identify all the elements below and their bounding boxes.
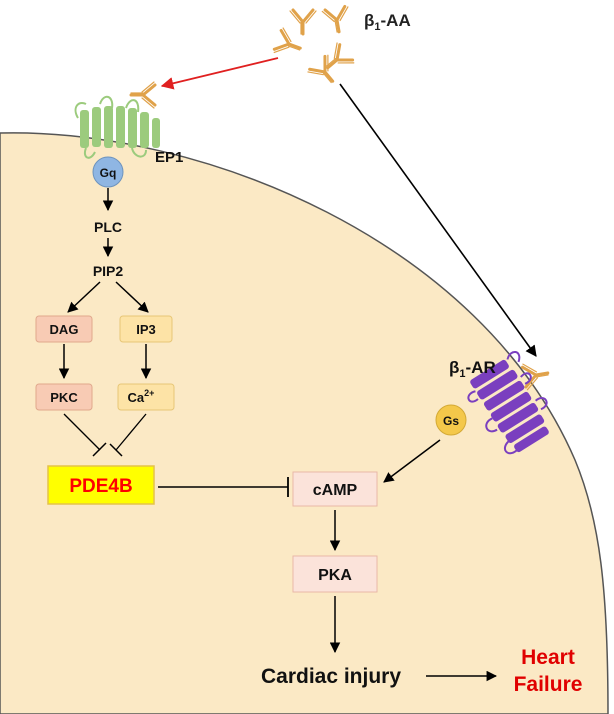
ca-label: Ca2+ [128, 388, 155, 405]
ip3-label: IP3 [136, 322, 156, 337]
pde4b-box [47, 465, 155, 505]
ca-base: Ca [128, 390, 145, 405]
pip2-to-ip3-arrow [115, 281, 149, 313]
b1aa-subscript: 1 [374, 21, 380, 33]
gq-label: Gq [100, 166, 117, 180]
antibody-icon [271, 26, 307, 62]
camp-box [292, 471, 378, 507]
dag-box [35, 315, 93, 343]
ca-superscript: 2+ [144, 388, 154, 398]
cardiac-injury-label: Cardiac injury [261, 665, 401, 688]
b1ar-suffix: -AR [466, 358, 496, 377]
b1aa-base: β [364, 11, 374, 30]
pde4b-label: PDE4B [69, 476, 132, 497]
b1aa-label: β1-AA [364, 11, 411, 33]
b1ar-subscript: 1 [459, 368, 465, 380]
b1aa-to-ep1-arrow [160, 57, 279, 90]
ca-inhibit-bar [109, 443, 123, 457]
pip2-label: PIP2 [93, 263, 124, 279]
b1aa-to-b1ar-arrow [339, 83, 537, 357]
pkc-inhibit-bar [92, 442, 107, 457]
b1aa-suffix: -AA [381, 11, 411, 30]
ep1-receptor [74, 95, 160, 159]
pka-label: PKA [318, 567, 352, 584]
dag-label: DAG [50, 322, 79, 337]
ip3-box [119, 315, 173, 343]
pkc-box [35, 383, 93, 411]
heart-label: Heart [521, 646, 575, 669]
ca-inhibits-pde4b [115, 413, 147, 451]
gs-node [435, 404, 467, 436]
gs-label: Gs [443, 414, 459, 428]
camp-label: cAMP [313, 482, 358, 499]
pip2-to-dag-arrow [67, 281, 101, 313]
gs-to-camp-arrow [383, 439, 441, 483]
ep1-label: EP1 [155, 149, 183, 166]
pka-box [292, 555, 378, 593]
pkc-inhibits-pde4b [63, 413, 101, 451]
ca-box [117, 383, 175, 411]
antibody-icon [320, 4, 354, 36]
b1ar-label: β1-AR [449, 358, 496, 380]
antibody-icon [129, 80, 157, 110]
antibody-icon [288, 8, 318, 36]
plc-label: PLC [94, 219, 122, 235]
pkc-label: PKC [50, 390, 78, 405]
gq-node [92, 156, 124, 188]
b1ar-receptor [467, 351, 549, 455]
failure-label: Failure [514, 673, 583, 696]
b1ar-base: β [449, 358, 459, 377]
